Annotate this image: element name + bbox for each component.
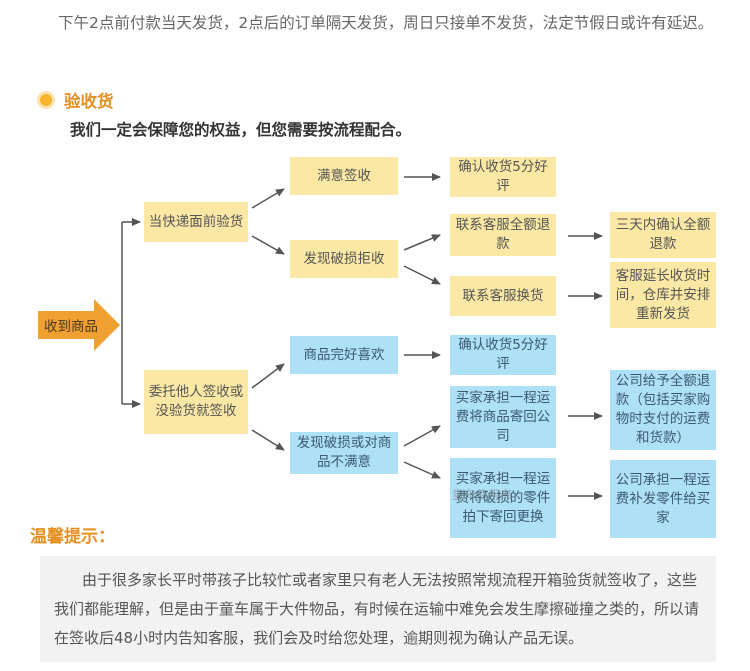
node-company-pay-parts: 公司承担一程运费补发零件给买家: [610, 460, 716, 538]
node-satisfied-sign: 满意签收: [290, 157, 398, 195]
watermark: 童车使用书: [452, 488, 513, 502]
shipping-notice: 下午2点前付款当天发货，2点后的订单隔天发货，周日只接单不发货，法定节假日或许有…: [58, 14, 714, 32]
node-confirm-receipt-1: 确认收货5分好评: [450, 157, 556, 197]
node-buyer-pay-parts: 买家承担一程运费将破损的零件拍下寄回更换: [450, 458, 556, 538]
node-inspect-with-courier: 当快递面前验货: [144, 202, 248, 242]
node-company-full-refund: 公司给予全额退款（包括买家购物时支付的运费和货款）: [610, 370, 716, 450]
node-buyer-pay-return: 买家承担一程运费将商品寄回公司: [450, 386, 556, 448]
section-title: 验收货: [64, 92, 114, 111]
node-cs-extend-reship: 客服延长收货时间，仓库并安排重新发货: [610, 262, 716, 328]
node-refund-within-3-days: 三天内确认全额退款: [610, 212, 716, 258]
node-contact-cs-refund: 联系客服全额退款: [450, 214, 556, 256]
tips-title: 温馨提示：: [30, 527, 115, 547]
node-contact-cs-exchange: 联系客服换货: [450, 276, 556, 316]
start-arrow-shape: [38, 299, 120, 351]
section-bullet-icon: [40, 94, 52, 106]
tips-text: 由于很多家长平时带孩子比较忙或者家里只有老人无法按照常规流程开箱验货就签收了，这…: [40, 556, 716, 662]
node-damage-or-unsatisfied: 发现破损或对商品不满意: [290, 432, 398, 474]
node-damage-reject: 发现破损拒收: [290, 240, 398, 278]
start-node-receive-goods: 收到商品: [44, 319, 98, 335]
node-delegate-or-no-inspection: 委托他人签收或没验货就签收: [144, 370, 248, 434]
node-goods-intact: 商品完好喜欢: [290, 336, 398, 374]
node-confirm-receipt-2: 确认收货5分好评: [450, 335, 556, 375]
section-subtitle: 我们一定会保障您的权益，但您需要按流程配合。: [70, 121, 412, 139]
